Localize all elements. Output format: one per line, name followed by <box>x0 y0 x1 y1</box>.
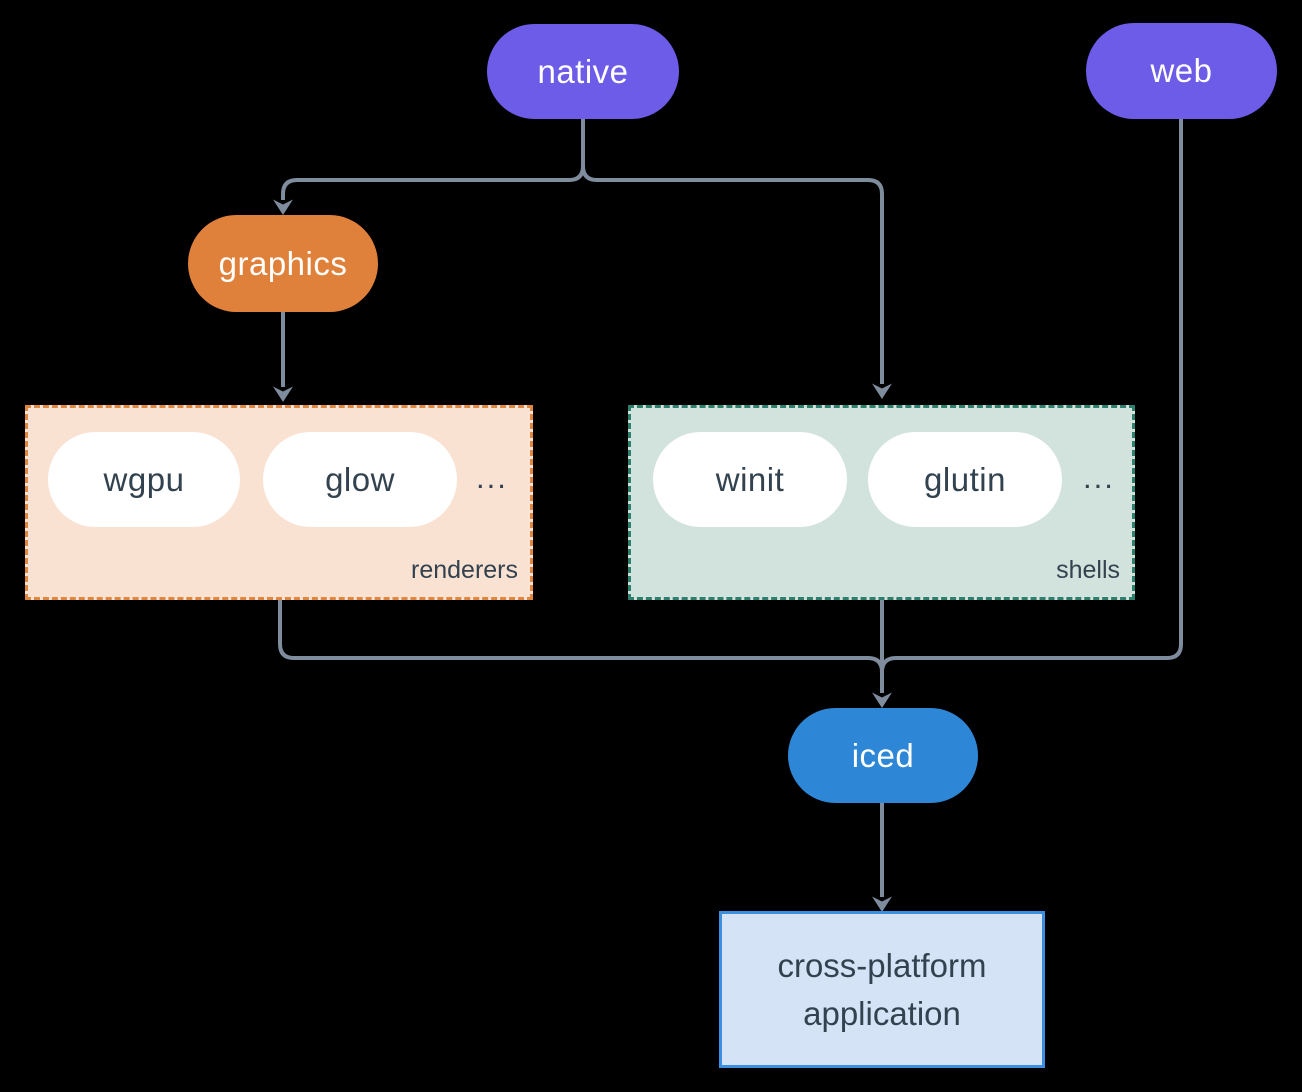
node-native: native <box>487 24 679 119</box>
group-shells: winit glutin ... shells <box>628 405 1135 600</box>
pill-glow-label: glow <box>325 460 395 498</box>
renderers-group-label: renderers <box>411 556 518 584</box>
app-label-line2: application <box>803 994 961 1032</box>
node-iced-label: iced <box>851 736 915 774</box>
pill-glutin-label: glutin <box>924 460 1006 498</box>
node-graphics-label: graphics <box>218 244 348 282</box>
pill-wgpu: wgpu <box>48 432 240 527</box>
edge-native-shells <box>581 119 892 399</box>
pill-glow: glow <box>263 432 457 527</box>
pill-winit-label: winit <box>715 460 785 498</box>
node-native-label: native <box>537 52 629 90</box>
shells-group-label: shells <box>1056 556 1120 584</box>
node-web: web <box>1086 23 1277 119</box>
group-renderers: wgpu glow ... renderers <box>25 405 533 600</box>
edge-native-graphics <box>273 119 585 215</box>
node-graphics: graphics <box>188 215 378 312</box>
pill-winit: winit <box>653 432 847 527</box>
shells-ellipsis: ... <box>1083 460 1115 495</box>
app-box: cross-platform application <box>719 911 1045 1068</box>
pill-wgpu-label: wgpu <box>103 460 185 498</box>
renderers-ellipsis: ... <box>476 460 508 495</box>
app-label-line1: cross-platform <box>777 946 987 984</box>
node-web-label: web <box>1150 52 1213 89</box>
edge-renderers-iced <box>278 600 884 693</box>
node-iced: iced <box>788 708 978 803</box>
pill-glutin: glutin <box>868 432 1062 527</box>
